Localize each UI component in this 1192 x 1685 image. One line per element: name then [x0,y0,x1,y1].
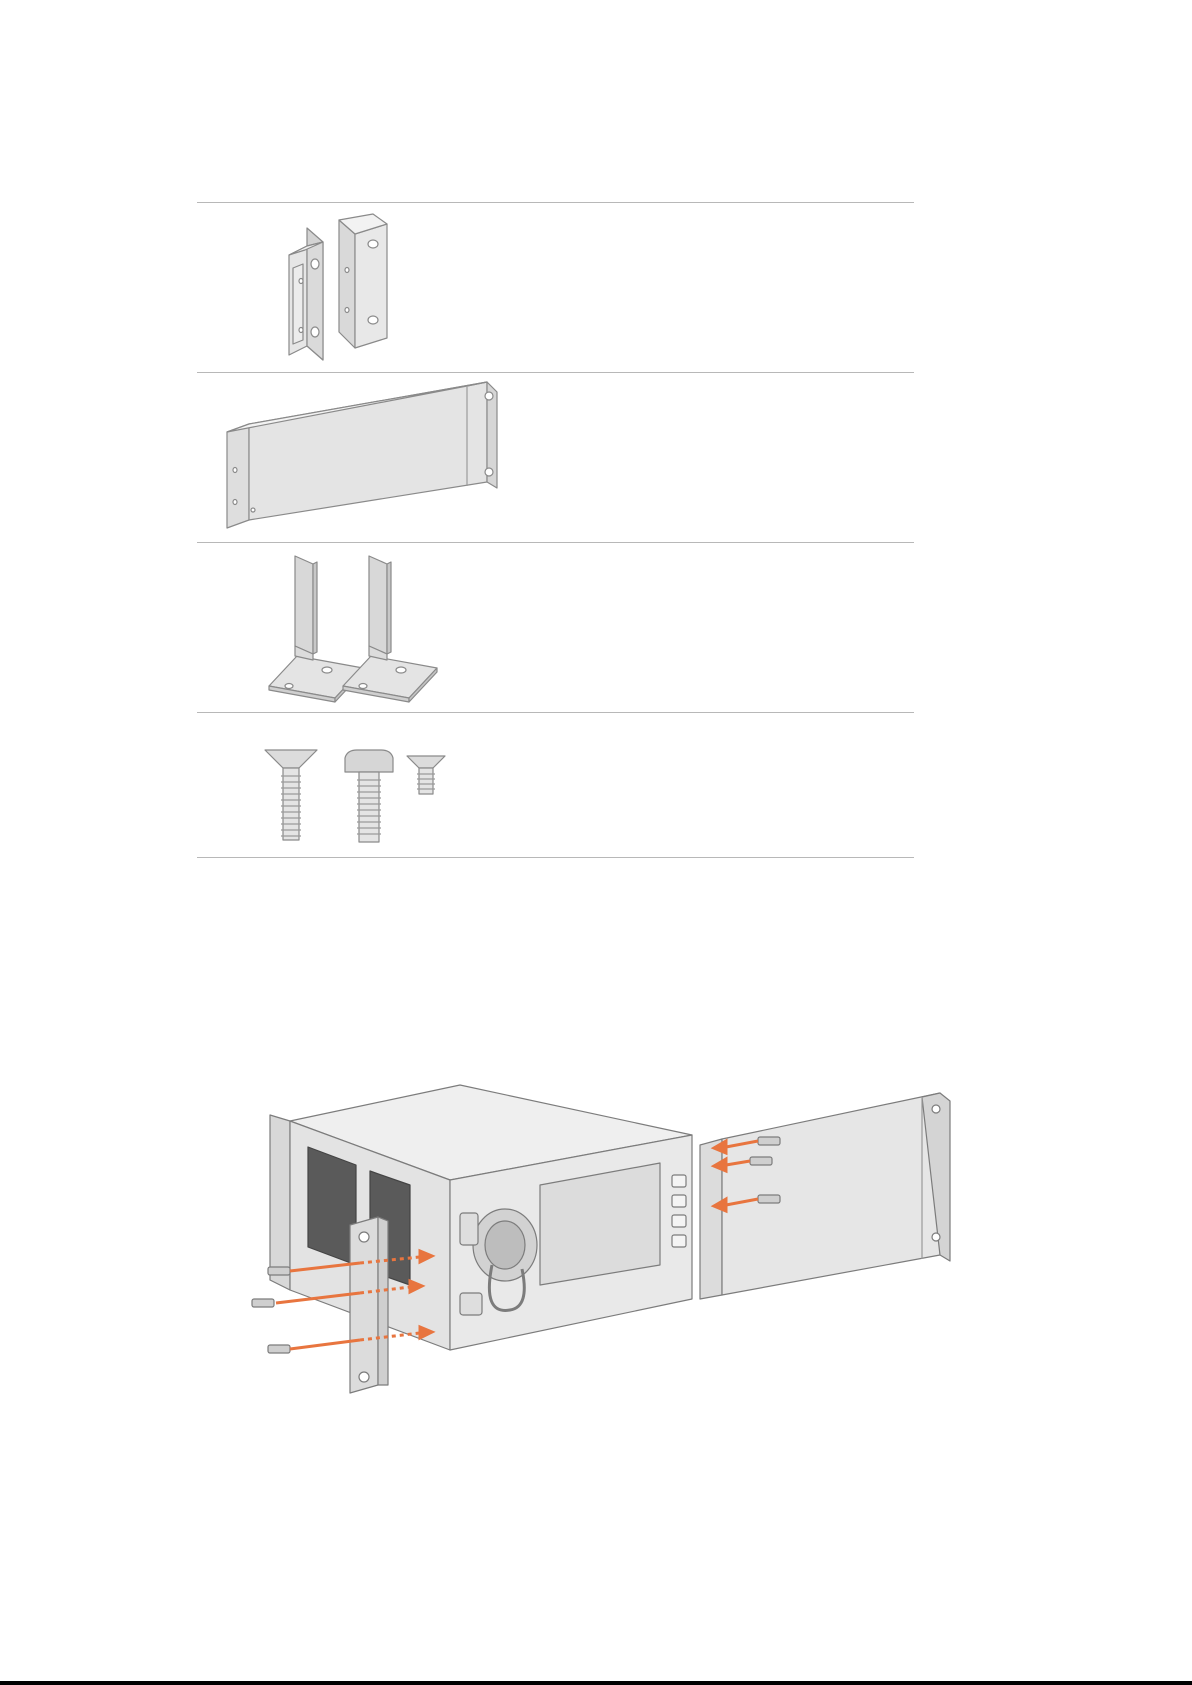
parts-row-blanking-ear [197,372,914,542]
parts-row-screws [197,712,914,857]
page-footer-rule [0,1681,1192,1685]
parts-row-rack-ears [197,202,914,372]
screws-illustration [265,750,465,850]
l-brackets-illustration [267,556,467,706]
rack-ears-illustration [289,220,429,365]
blanking-ear-illustration [227,382,507,537]
rack-mount-assembly-illustration [260,1085,1040,1425]
table-divider [197,857,914,858]
parts-row-l-brackets [197,542,914,712]
